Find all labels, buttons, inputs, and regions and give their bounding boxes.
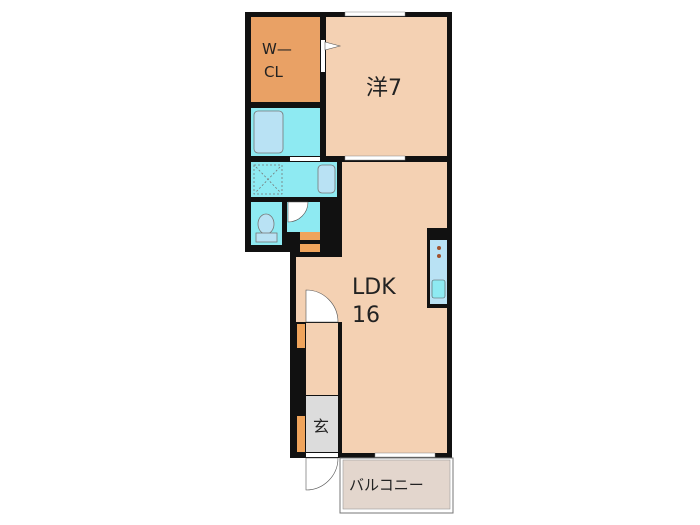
shoe-storage [297, 416, 305, 452]
closet-door [321, 40, 325, 72]
wcl-label-2: CL [264, 63, 283, 81]
window [344, 11, 406, 17]
toilet-icon [257, 213, 275, 235]
washing-machine-icon [253, 164, 283, 195]
storage [297, 324, 305, 348]
entrance-label: 玄 [313, 417, 329, 436]
outer-wall-step [290, 240, 300, 260]
ldk-window-bottom [374, 452, 436, 458]
washer-cross-icon [255, 166, 281, 193]
balcony-floor [342, 459, 451, 510]
western-room [326, 17, 447, 156]
stove-burner-icon [437, 254, 441, 258]
corridor-door-swing [305, 289, 339, 323]
walk-in-closet [251, 17, 320, 102]
entrance [306, 396, 338, 452]
ldk-label-1: LDK [352, 275, 396, 300]
door-swing-icon [324, 41, 342, 51]
storage [300, 232, 320, 240]
washbasin-icon [317, 164, 336, 194]
front-door [306, 453, 338, 457]
sink-icon [431, 279, 446, 299]
western-room-label: 洋7 [366, 76, 402, 101]
ldk-window-top [344, 155, 406, 161]
bathroom-door [290, 157, 320, 161]
stove-burner-icon [437, 246, 441, 250]
toilet-door-swing [287, 201, 309, 223]
entrance-door-swing [305, 457, 339, 491]
storage [300, 244, 320, 252]
toilet-tank-icon [255, 232, 278, 243]
wcl-label-1: W— [262, 40, 292, 58]
balcony-label: バルコニー [349, 476, 424, 494]
bathtub-icon [253, 110, 284, 154]
ldk-label-2: 16 [352, 303, 380, 328]
corridor-floor [306, 323, 338, 395]
